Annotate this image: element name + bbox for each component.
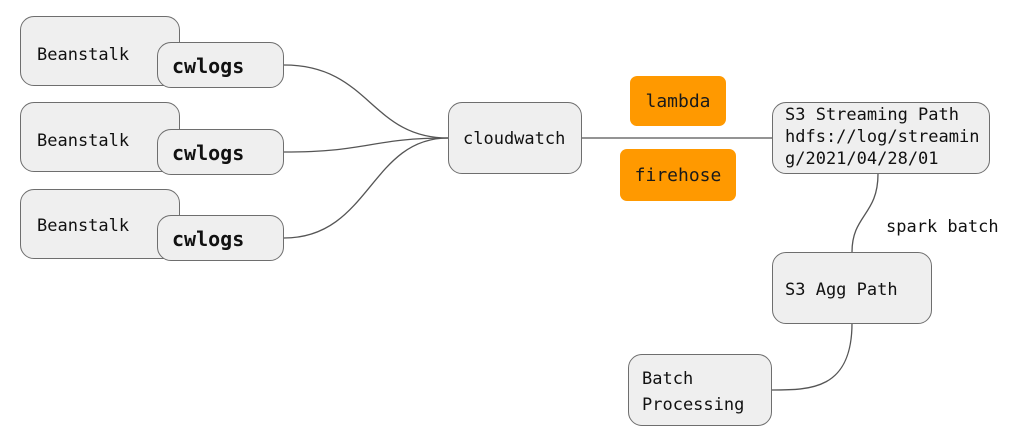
edge-streaming-to-agg xyxy=(851,173,879,253)
beanstalk-label: Beanstalk xyxy=(37,216,130,236)
cwlogs-label: cwlogs xyxy=(172,227,245,251)
streaming-path-line: hdfs://log/streamin xyxy=(785,127,980,147)
s3-streaming-path-node[interactable]: S3 Streaming Path hdfs://log/streamin g/… xyxy=(772,102,990,174)
edge-cwlogs-1-to-cloudwatch xyxy=(283,64,449,139)
beanstalk-node-1[interactable]: Beanstalk xyxy=(20,16,180,86)
batch-processing-node[interactable]: Batch Processing xyxy=(628,354,772,426)
cloudwatch-node[interactable]: cloudwatch xyxy=(448,102,582,174)
cwlogs-label: cwlogs xyxy=(172,141,245,165)
agg-label: S3 Agg Path xyxy=(785,280,898,300)
edge-cwlogs-2-to-cloudwatch xyxy=(283,137,449,153)
beanstalk-label: Beanstalk xyxy=(37,45,130,65)
edge-cwlogs-3-to-cloudwatch xyxy=(283,137,449,239)
cloudwatch-label: cloudwatch xyxy=(463,129,566,149)
batch-label-line: Processing xyxy=(642,395,745,415)
s3-agg-path-node[interactable]: S3 Agg Path xyxy=(772,252,932,324)
lambda-tag[interactable]: lambda xyxy=(630,76,726,126)
edge-agg-to-batch xyxy=(771,322,853,391)
cwlogs-label: cwlogs xyxy=(172,54,245,78)
beanstalk-label: Beanstalk xyxy=(37,131,130,151)
streaming-title: S3 Streaming Path xyxy=(785,105,959,125)
cwlogs-node-2[interactable]: cwlogs xyxy=(157,129,284,175)
beanstalk-node-2[interactable]: Beanstalk xyxy=(20,102,180,172)
cwlogs-node-1[interactable]: cwlogs xyxy=(157,42,284,88)
streaming-path-line: g/2021/04/28/01 xyxy=(785,149,939,169)
spark-batch-label: spark batch xyxy=(886,217,999,237)
firehose-tag[interactable]: firehose xyxy=(620,149,736,201)
batch-label-line: Batch xyxy=(642,369,694,389)
cwlogs-node-3[interactable]: cwlogs xyxy=(157,215,284,261)
beanstalk-node-3[interactable]: Beanstalk xyxy=(20,189,180,259)
